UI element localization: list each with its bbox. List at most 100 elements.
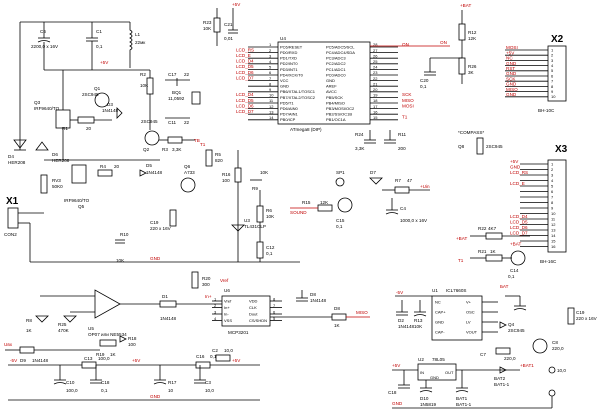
r14-value: 12K	[320, 200, 329, 205]
x3-pin-num: 1	[551, 161, 554, 166]
x2-pin-label: GND	[506, 82, 517, 87]
u4-left-pin-label: PD7/AIN1	[280, 112, 299, 117]
x1-input-section: X1 CON2 D4 HER208 D6 HER208 RV3 50K0 IRF…	[4, 139, 223, 263]
u4-left-pin-num: 1	[269, 42, 272, 47]
r15-ref: C12	[266, 245, 275, 250]
net-n5v-1: -5V	[10, 358, 18, 363]
r16-ref: R16	[222, 172, 231, 177]
c13-value: 100,0	[66, 388, 78, 393]
x3-pin-label: LCD_D6	[510, 225, 528, 230]
u6-right-pin-num: 6	[273, 309, 276, 314]
x3-title: *COMPASS*	[458, 130, 484, 135]
r19-ref: C13	[84, 356, 93, 361]
c6-ref: C6	[40, 29, 46, 34]
net-v5-3: +5V	[232, 358, 241, 363]
x2-pin-num: 5	[551, 68, 554, 73]
net-v5-top: +5V	[100, 60, 109, 65]
c4-ref: C4	[400, 206, 406, 211]
power-input-section: C6 2200,0 x 16V C1 0,1 L1 22мк +5V	[19, 21, 150, 150]
net-tp: T1	[458, 258, 464, 263]
net-vbat-x3: +BAT	[456, 236, 467, 241]
u4-right-pin-num: 23	[373, 70, 378, 75]
c1-value: 0,1	[96, 44, 103, 49]
sound-section: SP1 C15 0,1 D7 R7 47 +Uin C4 1000,0 x 16…	[290, 170, 430, 229]
u3-part: TL431CLP	[244, 224, 266, 229]
u4-net-label: LCD_D4	[236, 92, 254, 97]
r1-value: 20	[86, 126, 92, 131]
c20-ref: C20	[420, 78, 429, 83]
c15-value: 3,3K	[355, 146, 365, 151]
d9-ref: R18	[128, 336, 137, 341]
x3-body	[547, 159, 567, 253]
x3-pin-label: LCD_RS	[510, 170, 528, 175]
c14-ref: D8	[310, 292, 316, 297]
u5-symbol	[94, 289, 121, 319]
u4-right-net-label: SCK	[402, 92, 412, 97]
c16-value: 0,1	[101, 388, 108, 393]
u6-right-pin: CS/SHDN	[249, 318, 267, 323]
r6b-value: 220 x 16V	[576, 316, 598, 321]
u4-net-label: LCD_D6	[236, 70, 254, 75]
u4-left-pin-num: 2	[269, 48, 272, 53]
c8-value: BAT1-1	[456, 402, 472, 407]
u1-left-pin: CAP+	[435, 309, 446, 314]
r21-ref: D1	[162, 294, 168, 299]
u4-right-pin-num: 16	[373, 109, 378, 114]
u2-pin-in: IN	[420, 370, 424, 375]
net-tb: TB	[194, 138, 200, 143]
u4-right-pins: 28PC5/ADC5/SCL27PC4/ADC4/SDA26PC3/ADC325…	[326, 42, 414, 122]
r5-value: 820	[215, 158, 223, 163]
q6-ref: Q6	[184, 164, 191, 169]
d8-ref: R25	[58, 322, 67, 327]
u2-pin-out: OUT	[445, 370, 454, 375]
u4-right-pin-label: PB2/SS/OC1B	[326, 112, 352, 117]
u4-right-pin-label: PB3/MOSI/OC2	[326, 106, 355, 111]
u6-right-pin: Dout	[249, 311, 258, 316]
c8-ref: BAT1	[456, 396, 468, 401]
d3-value: 1N4148	[102, 108, 119, 113]
u1-right-pin: V+	[466, 299, 472, 304]
u4-left-pin-num: 4	[269, 59, 272, 64]
x3-pin-num: 11	[551, 216, 556, 221]
r8-ref: D9	[20, 358, 26, 363]
u4-right-net-label: ON	[402, 42, 409, 47]
x2-pin-num: 3	[551, 58, 554, 63]
c3-ref: D2	[398, 318, 404, 323]
u4-right-pin-label: PC5/ADC5/SCL	[326, 44, 355, 49]
x3-ref: X3	[555, 144, 568, 155]
net-on: ON	[440, 40, 447, 45]
u4-right-pin-num: 24	[373, 65, 378, 70]
u6-left-pin: In-	[224, 311, 229, 316]
u4-left-pin-label: PB0/ICP	[280, 117, 296, 122]
c12-ref: R11	[398, 132, 407, 137]
r15-value: 0,1	[266, 251, 273, 256]
d3-ref: D3	[107, 102, 113, 107]
c2-value: 10K	[414, 324, 423, 329]
u6-left-pin: Vref	[224, 298, 232, 303]
u6-right-pin-num: 7	[273, 303, 276, 308]
r3-ref: R3	[162, 147, 168, 152]
c15-ref: R24	[355, 132, 364, 137]
r17-value: 10,0	[224, 348, 233, 353]
d5-value: 1N4148	[146, 170, 163, 175]
u5-ref: U5	[88, 326, 94, 331]
x2-type: BH-10C	[538, 108, 555, 113]
r14-ref: R15	[302, 200, 311, 205]
r7-value: 47	[407, 178, 413, 183]
u4-right-pin-label: PC3/ADC3	[326, 56, 346, 61]
u4-left-pin-num: 10	[269, 93, 274, 98]
u4-left-pin-num: 13	[269, 109, 274, 114]
x3-pin-num: 15	[551, 238, 556, 243]
u4-right-pin-label: PB1/OC1A	[326, 117, 346, 122]
x3-pin-num: 6	[551, 189, 554, 194]
u4-net-label: LCD_E	[236, 53, 251, 58]
r4-ref: R4	[100, 164, 106, 169]
divider-section: +BAT R12 12K R26 3K C20 0,1 ON	[370, 3, 477, 89]
x3-type: BH-16C	[540, 259, 557, 264]
q7-value: 0,1	[336, 224, 343, 229]
u5-part: OP07 или NE5534	[88, 332, 127, 337]
u4-right-pin-num: 17	[373, 104, 378, 109]
bat1-label: 10,0	[557, 368, 566, 373]
c17-ref: C17	[168, 72, 177, 77]
